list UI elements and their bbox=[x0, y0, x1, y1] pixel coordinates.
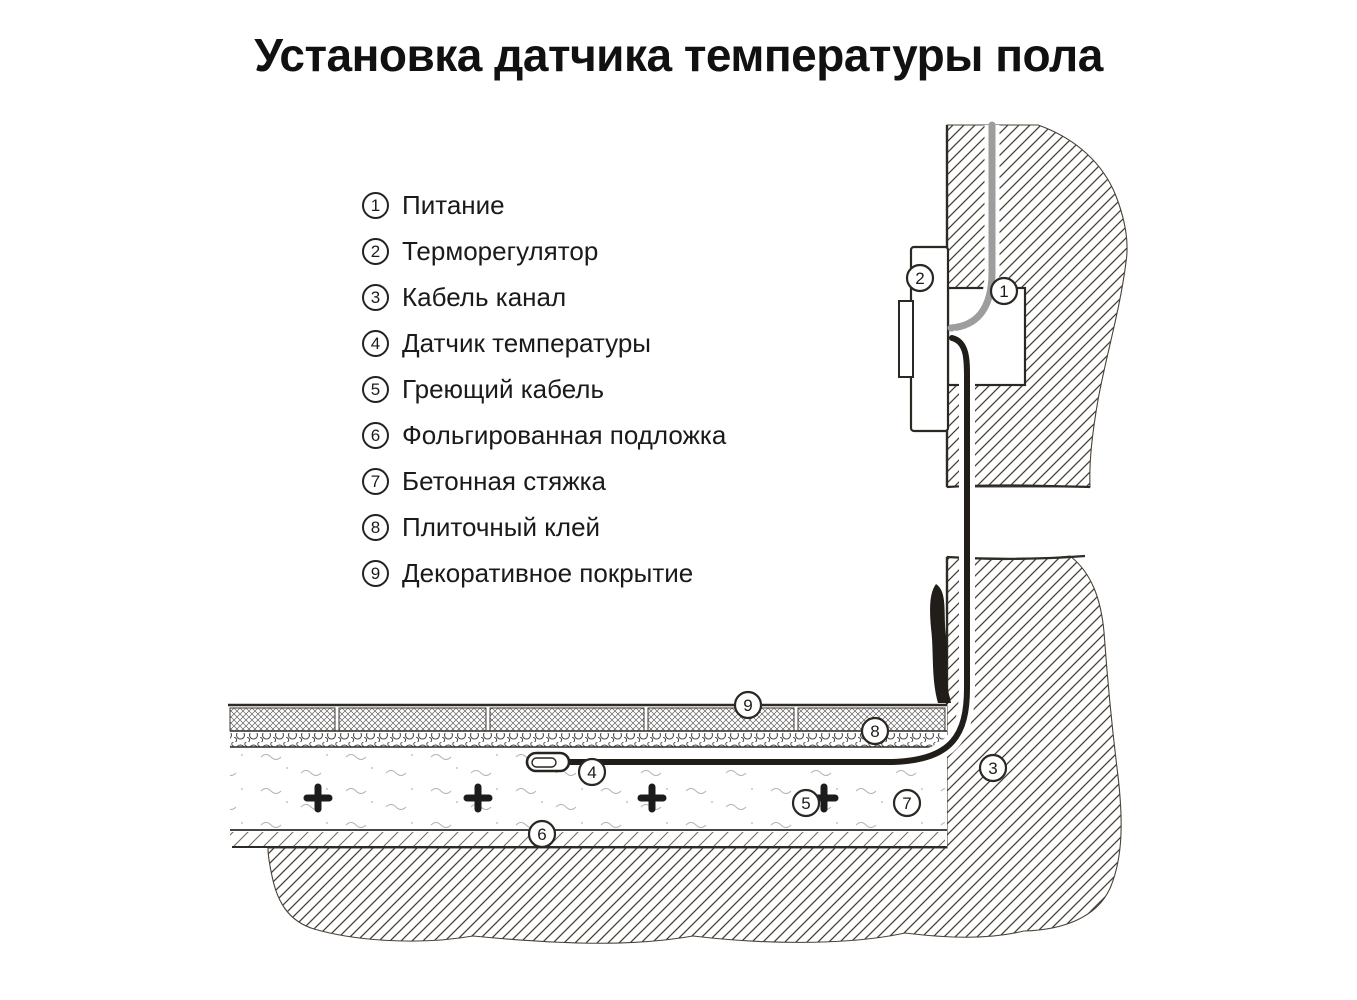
legend-item-decorative-cover: 9 Декоративное покрытие bbox=[362, 558, 726, 589]
legend-label: Плиточный клей bbox=[402, 512, 601, 542]
power-cable-line bbox=[947, 121, 996, 332]
legend-label: Греющий кабель bbox=[402, 374, 605, 404]
sensor-cable-halo bbox=[567, 330, 976, 770]
legend-item-heating-cable: 5 Греющий кабель bbox=[362, 374, 726, 405]
heating-cable-plus bbox=[463, 783, 493, 813]
power-cable bbox=[947, 121, 1000, 336]
callout-decorative-cover: 9 bbox=[733, 690, 763, 720]
legend-item-thermostat: 2 Терморегулятор bbox=[362, 236, 726, 267]
heating-cable-cross-sections bbox=[303, 783, 839, 813]
tile bbox=[229, 707, 336, 732]
tile bbox=[647, 707, 795, 732]
legend-item-cable-channel: 3 Кабель канал bbox=[362, 282, 726, 313]
legend-label: Терморегулятор bbox=[402, 236, 599, 266]
legend-item-foil-underlay: 6 Фольгированная подложка bbox=[362, 420, 726, 451]
legend-item-power: 1 Питание bbox=[362, 190, 726, 221]
svg-text:6: 6 bbox=[537, 825, 546, 844]
foil-underlay-layer bbox=[230, 832, 945, 846]
cable-channel-blob bbox=[930, 584, 951, 703]
svg-text:9: 9 bbox=[743, 696, 752, 715]
tile bbox=[338, 707, 487, 732]
svg-text:4: 4 bbox=[587, 763, 596, 782]
callout-power: 1 bbox=[989, 276, 1019, 306]
sensor-cable bbox=[564, 330, 976, 770]
heating-cable-plus bbox=[637, 783, 667, 813]
tile bbox=[489, 707, 645, 732]
temperature-sensor bbox=[525, 751, 571, 773]
sensor-capsule-inner bbox=[531, 757, 557, 768]
svg-text:1: 1 bbox=[999, 282, 1008, 301]
legend-label: Питание bbox=[402, 190, 505, 220]
legend-label: Кабель канал bbox=[402, 282, 567, 312]
legend-number-circle: 8 bbox=[362, 514, 389, 541]
legend-item-sensor: 4 Датчик температуры bbox=[362, 328, 726, 359]
callout-heating-cable: 5 bbox=[791, 788, 821, 818]
callout-screed: 7 bbox=[892, 788, 922, 818]
legend-label: Датчик температуры bbox=[402, 328, 651, 358]
svg-text:7: 7 bbox=[902, 794, 911, 813]
legend-number-circle: 4 bbox=[362, 330, 389, 357]
svg-text:2: 2 bbox=[915, 269, 924, 288]
callout-cable-channel: 3 bbox=[978, 753, 1008, 783]
sensor-cable-line bbox=[564, 335, 971, 765]
svg-text:8: 8 bbox=[870, 722, 879, 741]
callout-tile-adhesive: 8 bbox=[860, 716, 890, 746]
legend-item-screed: 7 Бетонная стяжка bbox=[362, 466, 726, 497]
legend: 1 Питание 2 Терморегулятор 3 Кабель кана… bbox=[362, 190, 726, 589]
callout-sensor: 4 bbox=[577, 757, 607, 787]
adhesive-layer bbox=[230, 733, 945, 747]
legend-number-circle: 5 bbox=[362, 376, 389, 403]
heating-cable-plus bbox=[303, 783, 333, 813]
legend-item-tile-adhesive: 8 Плиточный клей bbox=[362, 512, 726, 543]
svg-text:5: 5 bbox=[801, 794, 810, 813]
callout-foil-underlay: 6 bbox=[527, 819, 557, 849]
legend-label: Бетонная стяжка bbox=[402, 466, 607, 496]
thermostat-front-plate bbox=[898, 300, 914, 378]
legend-number-circle: 6 bbox=[362, 422, 389, 449]
legend-number-circle: 7 bbox=[362, 468, 389, 495]
legend-number-circle: 3 bbox=[362, 284, 389, 311]
legend-number-circle: 2 bbox=[362, 238, 389, 265]
legend-label: Декоративное покрытие bbox=[402, 558, 694, 588]
legend-label: Фольгированная подложка bbox=[402, 420, 727, 450]
legend-number-circle: 1 bbox=[362, 192, 389, 219]
svg-text:3: 3 bbox=[988, 759, 997, 778]
sensor-capsule bbox=[525, 751, 571, 773]
legend-number-circle: 9 bbox=[362, 560, 389, 587]
callout-thermostat: 2 bbox=[905, 263, 935, 293]
page-title: Установка датчика температуры пола bbox=[254, 29, 1103, 81]
